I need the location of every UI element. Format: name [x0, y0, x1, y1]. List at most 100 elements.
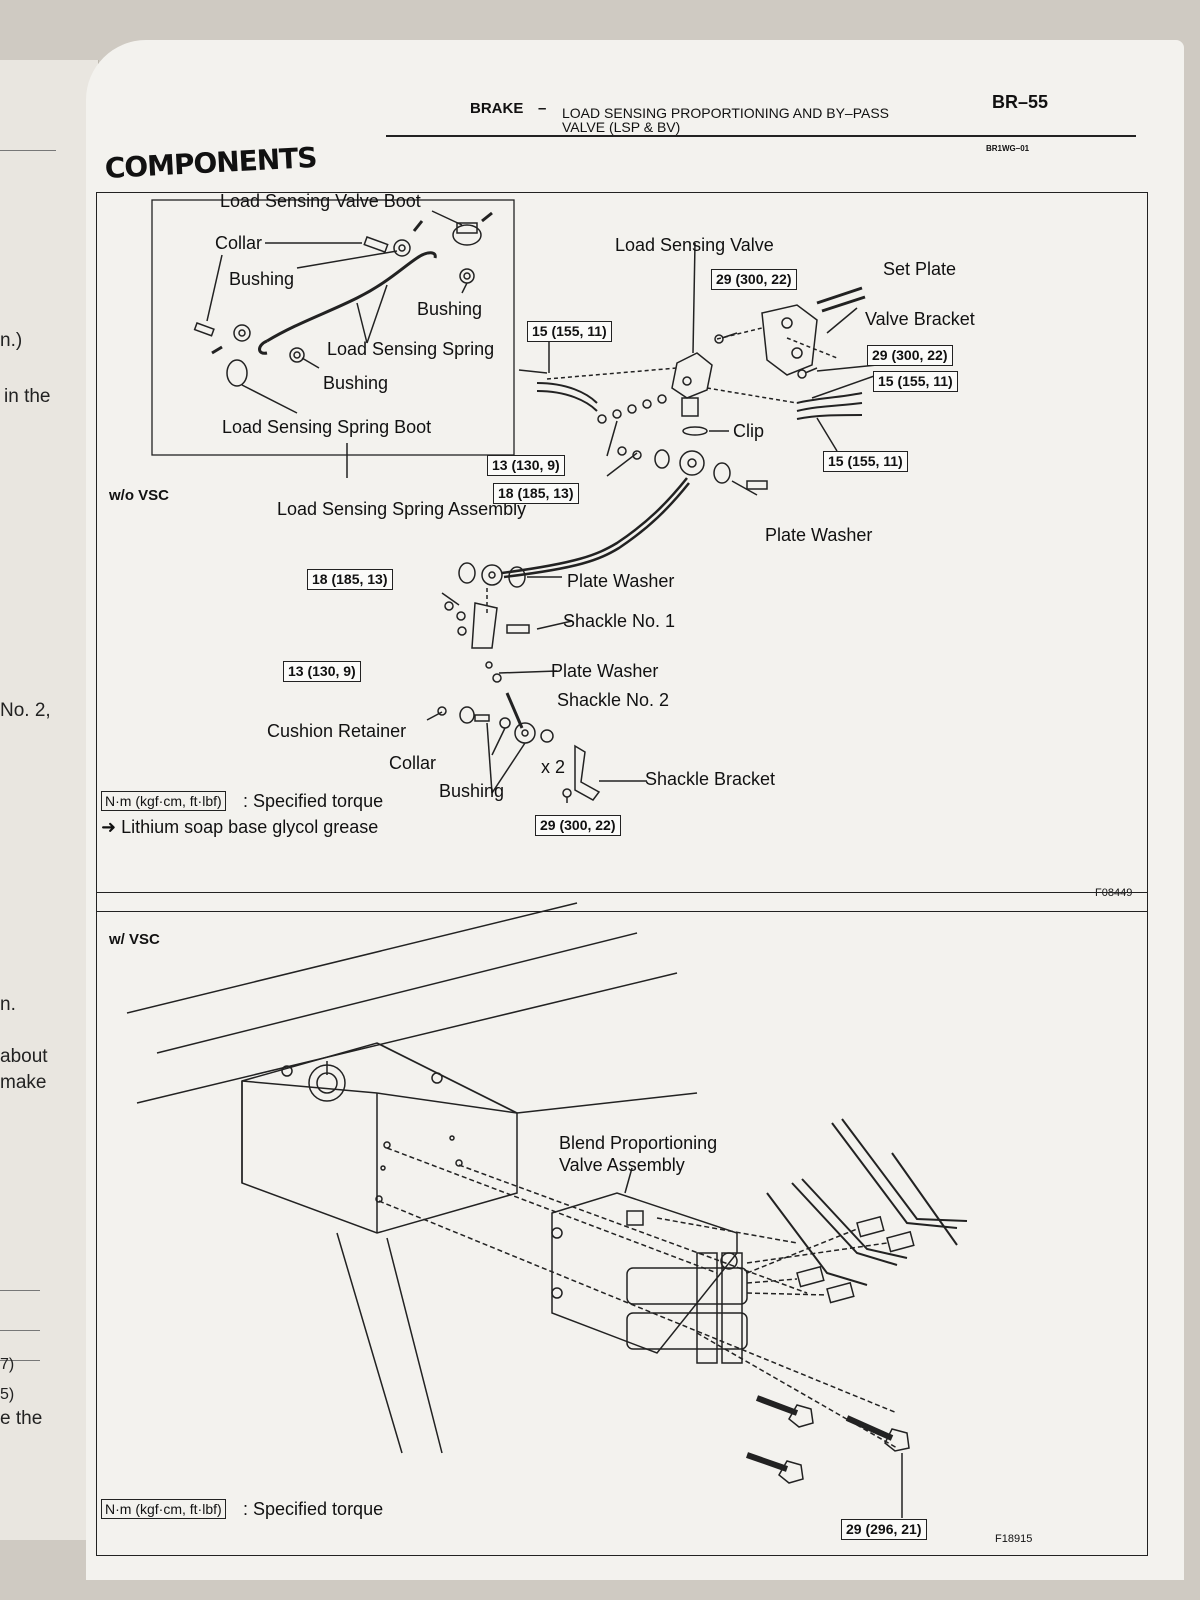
left-page-fragment: 7): [0, 1356, 15, 1373]
label-load-sensing-spring: Load Sensing Spring: [327, 339, 495, 359]
label-bushing-inset: Bushing: [417, 299, 483, 319]
flare-nut: [826, 1281, 855, 1304]
grease-legend-desc: Lithium soap base glycol grease: [121, 817, 379, 837]
bushing-part: [459, 268, 475, 284]
label-set-plate: Set Plate: [883, 259, 957, 279]
valve-stud: [626, 1210, 644, 1226]
label-load-sensing-spring-boot: Load Sensing Spring Boot: [222, 417, 432, 437]
diagram-bottom-frame: w/ VSC Blend Proportioning Valve Assembl…: [96, 892, 1148, 1556]
torque-legend-unit: N·m (kgf·cm, ft·lbf): [101, 1499, 226, 1519]
grease-legend: ➜ Lithium soap base glycol grease: [101, 817, 378, 837]
torque-spec: 18 (185, 13): [307, 569, 393, 590]
left-page-fragment: n.: [0, 994, 16, 1015]
left-page-rule: [0, 150, 56, 151]
torque-legend-unit: N·m (kgf·cm, ft·lbf): [101, 791, 226, 811]
valve-cylinder: [626, 1312, 748, 1350]
spring-upper-end: [679, 450, 705, 476]
shackle-no-2: [505, 692, 524, 729]
left-page-fragment: make: [0, 1072, 47, 1093]
label-blend-proportioning-valve-line: Blend Proportioning: [559, 1133, 718, 1153]
bolt: [746, 1452, 788, 1472]
left-page-fragment: No. 2,: [0, 700, 51, 721]
manual-page: BRAKE – LOAD SENSING PROPORTIONING AND B…: [86, 40, 1184, 1580]
reservoir-stem: [336, 1232, 443, 1454]
variant-label: w/ VSC: [109, 931, 160, 948]
flare-nut: [796, 1265, 825, 1288]
left-page-fragment: about: [0, 1046, 48, 1067]
label-quantity: x 2: [541, 757, 566, 777]
doc-code: BR1WG–01: [986, 144, 1030, 153]
load-sensing-valve-body: [671, 352, 713, 399]
diagram-top-frame: Load Sensing Valve Boot Collar Bushing B…: [96, 191, 1148, 912]
diagram-bottom-drawing: [126, 902, 968, 1518]
label-valve-bracket: Valve Bracket: [865, 309, 975, 329]
label-bushing-inset: Bushing: [323, 373, 389, 393]
left-page-fragment: n.): [0, 330, 23, 351]
bolt: [755, 1395, 799, 1416]
section-title: COMPONENTS: [104, 140, 318, 185]
shackle-no-1: [471, 602, 498, 649]
left-page-table-rule: [0, 1330, 40, 1331]
brake-line: [536, 382, 598, 404]
left-page-fragment: e the: [0, 1408, 43, 1429]
torque-spec: 29 (296, 21): [841, 1519, 927, 1540]
bushing-part: [393, 239, 411, 257]
collar-part: [363, 236, 389, 254]
header-title-line: LOAD SENSING PROPORTIONING AND BY–PASS: [562, 105, 890, 121]
header-dash: –: [538, 100, 547, 117]
header-section: BRAKE: [470, 100, 524, 117]
brake-line: [796, 392, 863, 404]
left-page-table-rule: [0, 1360, 40, 1361]
brake-line: [831, 1122, 958, 1229]
torque-legend-desc: : Specified torque: [243, 791, 384, 811]
page-number: BR–55: [992, 92, 1049, 112]
torque-spec: 13 (130, 9): [487, 455, 565, 476]
label-bushing: Bushing: [439, 781, 505, 801]
torque-spec: 15 (155, 11): [823, 451, 908, 472]
torque-spec: 13 (130, 9): [283, 661, 361, 682]
collar-part: [193, 322, 215, 337]
valve-pillar: [721, 1252, 743, 1364]
grease-arrow: [481, 211, 493, 223]
label-cushion-retainer: Cushion Retainer: [267, 721, 407, 741]
label-load-sensing-valve-boot: Load Sensing Valve Boot: [220, 191, 421, 211]
figure-code: F08449: [1095, 887, 1133, 899]
load-sensing-spring-assembly: [501, 477, 688, 575]
torque-spec: 29 (300, 22): [867, 345, 953, 366]
left-page-fragment: in the: [4, 386, 51, 407]
label-plate-washer: Plate Washer: [567, 571, 675, 591]
header-title-line: VALVE (LSP & BV): [562, 119, 681, 135]
clip-part: [682, 426, 708, 436]
label-blend-proportioning-valve-line: Valve Assembly: [559, 1155, 685, 1175]
valve-bracket: [761, 304, 818, 376]
label-shackle-bracket: Shackle Bracket: [645, 769, 776, 789]
diagram-top-drawing: [151, 199, 878, 803]
torque-legend-desc: : Specified torque: [243, 1499, 384, 1519]
torque-spec: 15 (155, 11): [873, 371, 958, 392]
flare-nut: [856, 1215, 885, 1238]
shackle-bracket: [574, 744, 601, 801]
valve-pillar: [696, 1252, 718, 1364]
left-page-fragment: 5): [0, 1386, 15, 1403]
grease-arrow: [412, 220, 424, 232]
label-plate-washer: Plate Washer: [765, 525, 873, 545]
label-load-sensing-spring-assembly: Load Sensing Spring Assembly: [277, 499, 527, 519]
torque-spec: 29 (300, 22): [535, 815, 621, 836]
reservoir-body: [241, 1042, 518, 1234]
torque-spec: 29 (300, 22): [711, 269, 797, 290]
bolt: [845, 1415, 894, 1441]
left-page-table-rule: [0, 1290, 40, 1291]
header-rule: [386, 135, 1136, 137]
valve-cylinder: [626, 1267, 748, 1305]
set-plate: [816, 286, 863, 305]
flare-nut: [886, 1230, 915, 1253]
valve-boot-part: [452, 224, 482, 246]
label-clip: Clip: [733, 421, 765, 441]
grease-arrow: [211, 345, 223, 355]
label-bushing-inset: Bushing: [229, 269, 295, 289]
figure-code: F18915: [995, 1533, 1033, 1545]
bushing-part: [233, 324, 251, 342]
header-title: LOAD SENSING PROPORTIONING AND BY–PASS V…: [562, 106, 942, 134]
label-load-sensing-valve: Load Sensing Valve: [615, 235, 774, 255]
load-sensing-spring-rod: [266, 251, 437, 343]
